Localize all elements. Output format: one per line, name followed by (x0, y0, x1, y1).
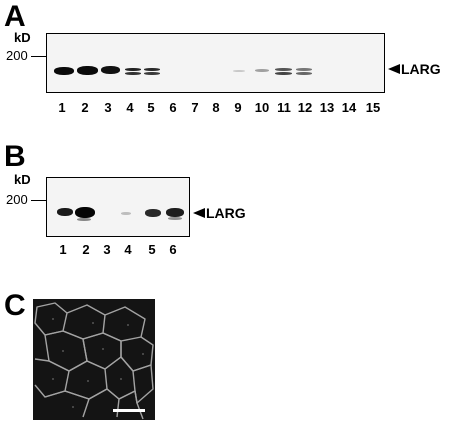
panel-b-kd-unit: kD (14, 172, 31, 187)
band-a-10 (255, 69, 269, 72)
lane-a-13: 13 (319, 100, 335, 115)
panel-a-marker-200: 200 (6, 48, 28, 63)
lane-a-14: 14 (341, 100, 357, 115)
band-a-12-lower (296, 72, 312, 75)
lane-a-4: 4 (126, 100, 134, 115)
panel-a-target-label: LARG (401, 61, 441, 77)
band-a-4-lower (125, 72, 141, 75)
band-b-6 (166, 208, 184, 217)
scale-bar (113, 409, 145, 412)
band-a-4-upper (125, 68, 141, 71)
lane-a-5: 5 (147, 100, 155, 115)
band-b-4 (121, 212, 131, 215)
panel-b-marker-200: 200 (6, 192, 28, 207)
lane-a-1: 1 (58, 100, 66, 115)
panel-b-blot (46, 177, 190, 237)
band-b-2-smear (77, 218, 91, 221)
panel-b-label: B (4, 140, 26, 173)
band-b-5 (145, 209, 161, 217)
band-a-5-upper (144, 68, 160, 71)
panel-b-arrow-icon (193, 208, 205, 218)
band-a-2 (77, 66, 98, 75)
panel-c-label: C (4, 289, 26, 322)
lane-b-4: 4 (124, 242, 132, 257)
panel-a-label: A (4, 0, 26, 33)
band-a-12-upper (296, 68, 312, 71)
panel-b-target-label: LARG (206, 205, 246, 221)
lane-b-2: 2 (82, 242, 90, 257)
panel-a-arrow-icon (388, 64, 400, 74)
band-a-11-upper (275, 68, 292, 71)
lane-a-12: 12 (297, 100, 313, 115)
lane-a-8: 8 (212, 100, 220, 115)
band-a-11-lower (275, 72, 292, 75)
band-a-5-lower (144, 72, 160, 75)
lane-a-15: 15 (365, 100, 381, 115)
band-a-9 (233, 70, 245, 72)
lane-a-11: 11 (277, 100, 291, 115)
lane-a-9: 9 (234, 100, 242, 115)
lane-b-6: 6 (169, 242, 177, 257)
lane-a-3: 3 (104, 100, 112, 115)
panel-c-micrograph (33, 299, 155, 420)
panel-b-lane-numbers: 1 2 3 4 5 6 (0, 242, 450, 260)
band-a-3 (101, 66, 120, 74)
band-a-1 (54, 67, 74, 75)
lane-a-10: 10 (254, 100, 270, 115)
lane-a-6: 6 (169, 100, 177, 115)
band-b-6-smear (168, 217, 182, 220)
band-b-1 (57, 208, 73, 216)
lane-a-2: 2 (81, 100, 89, 115)
lane-b-3: 3 (103, 242, 111, 257)
lane-b-5: 5 (148, 242, 156, 257)
panel-b-marker-tick (31, 200, 46, 201)
panel-a-blot (46, 33, 385, 93)
band-b-2 (75, 207, 95, 218)
panel-a-kd-unit: kD (14, 30, 31, 45)
panel-a-marker-tick (31, 56, 46, 57)
panel-a-lane-numbers: 1 2 3 4 5 6 7 8 9 10 11 12 13 14 15 (0, 100, 450, 118)
lane-b-1: 1 (59, 242, 67, 257)
cell-outline-image (33, 299, 155, 420)
lane-a-7: 7 (191, 100, 199, 115)
